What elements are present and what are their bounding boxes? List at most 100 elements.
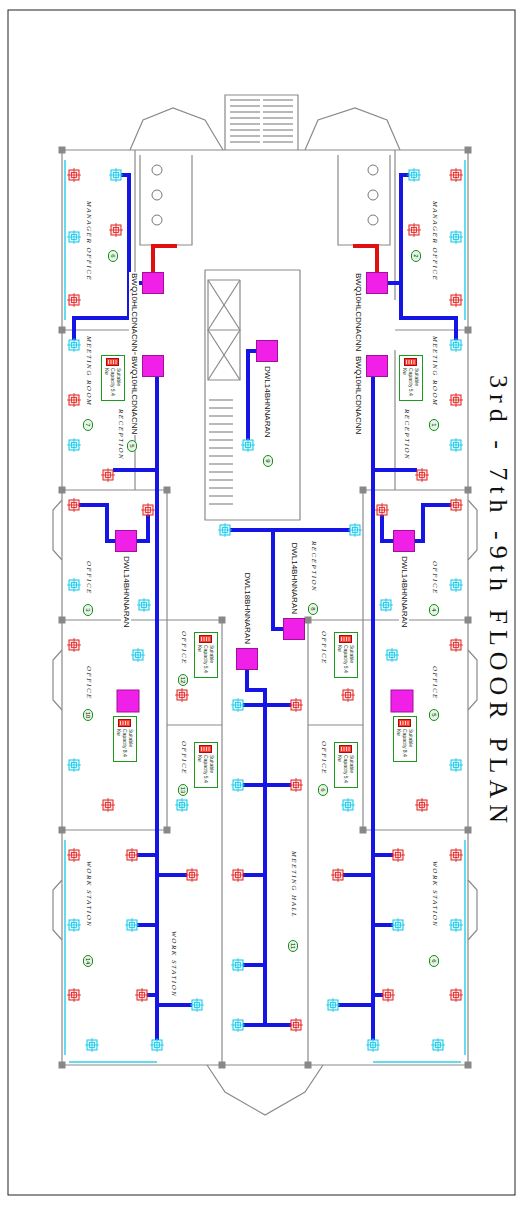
- window-line: [464, 160, 466, 320]
- diffuser-cross: [67, 498, 81, 512]
- callout-number: 7: [83, 419, 93, 431]
- return-grille: [241, 438, 255, 452]
- refrigerant-pipe: [230, 528, 350, 532]
- thermostat-lines: [342, 747, 350, 751]
- diffuser-cross: [407, 223, 421, 237]
- supply-diffuser: [289, 1018, 303, 1032]
- column: [219, 1062, 226, 1069]
- diffuser-cross: [331, 868, 345, 882]
- wall: [221, 620, 222, 1065]
- supply-diffuser: [289, 698, 303, 712]
- return-grille: [366, 1038, 380, 1052]
- diffuser-cross: [449, 338, 463, 352]
- thermostat-icon: [399, 719, 412, 727]
- room-name: RECEPTION: [309, 540, 318, 593]
- refrigerant-pipe: [243, 703, 265, 707]
- room-name: MEETING HALL: [289, 850, 298, 919]
- column: [360, 487, 367, 494]
- return-grille: [109, 168, 123, 182]
- indoor-unit: DWL14BHNNARAN: [393, 530, 415, 629]
- wall: [230, 129, 260, 130]
- column: [59, 617, 66, 624]
- wall: [62, 829, 167, 830]
- diffuser-cross: [175, 798, 189, 812]
- refrigerant-pipe: [137, 853, 157, 857]
- window-line: [69, 1061, 157, 1063]
- wall: [230, 123, 260, 124]
- refrigerant-pipe: [373, 468, 417, 472]
- callout-number: 5: [127, 440, 137, 452]
- diffuser-cross: [348, 523, 362, 537]
- diffuser-cross: [109, 223, 123, 237]
- wall: [130, 108, 223, 150]
- return-grille: [341, 798, 355, 812]
- return-grille: [431, 1038, 445, 1052]
- callout-number: 1: [429, 419, 439, 431]
- refrigerant-pipe: [373, 923, 393, 927]
- model-label: DWL14BHNNARAN: [262, 365, 272, 439]
- indoor-unit: DWL14BHNNARAN: [283, 541, 305, 640]
- wall: [308, 619, 363, 620]
- room-name: OFFICE: [84, 665, 93, 701]
- diffuser-cross: [449, 848, 463, 862]
- column: [305, 1062, 312, 1069]
- wall: [338, 155, 390, 245]
- indoor-unit: [117, 690, 139, 712]
- room-name: RECEPTION: [116, 408, 125, 461]
- diffuser-cross: [385, 648, 399, 662]
- wall: [225, 95, 298, 150]
- thermostat-lines: [109, 360, 117, 364]
- unit-square: [256, 340, 278, 362]
- refrigerant-pipe: [113, 468, 157, 472]
- column: [219, 617, 226, 624]
- diffuser-cross: [125, 848, 139, 862]
- return-grille: [67, 918, 81, 932]
- diffuser-cross: [449, 168, 463, 182]
- capacity-text: Suitable Capacity 5.4 Kw: [402, 368, 420, 398]
- wall: [209, 447, 233, 448]
- callout-number: 6: [108, 250, 118, 262]
- wall: [209, 471, 233, 472]
- diffuser-cross: [150, 1038, 164, 1052]
- return-grille: [391, 918, 405, 932]
- wall: [62, 489, 167, 490]
- room-name: MEETING ROOM: [84, 335, 93, 407]
- wall: [394, 150, 395, 300]
- diffuser-cross: [381, 988, 395, 1002]
- return-grille: [67, 338, 81, 352]
- wall: [305, 108, 400, 150]
- supply-diffuser: [341, 688, 355, 702]
- capacity-box: Suitable Capacity 5.4 Kw: [334, 632, 358, 678]
- supply-diffuser: [375, 503, 389, 517]
- supply-diffuser: [449, 498, 463, 512]
- room-name: OFFICE: [179, 630, 188, 666]
- wall: [166, 490, 167, 830]
- column: [465, 487, 472, 494]
- room-name: WORK STATION: [84, 860, 93, 928]
- supply-diffuser: [67, 168, 81, 182]
- diffuser-cross: [109, 168, 123, 182]
- model-label: DWL14BHNNARAN: [289, 541, 299, 615]
- supply-diffuser: [381, 988, 395, 1002]
- return-grille: [326, 998, 340, 1012]
- refrigerant-pipe: [157, 1003, 192, 1007]
- wall: [362, 490, 363, 830]
- callout-number: 6: [318, 784, 328, 796]
- room-name: OFFICE: [430, 665, 439, 701]
- model-label: BWQ10HLCDNACNN: [129, 355, 139, 435]
- callout-number: 13: [178, 784, 188, 796]
- supply-diffuser: [67, 498, 81, 512]
- column: [305, 617, 312, 624]
- unit-square: [142, 355, 164, 377]
- refrigerant-pipe: [273, 530, 283, 629]
- model-label: DWL14BHNNARAN: [399, 555, 409, 629]
- wall: [263, 117, 293, 118]
- model-label: BWQ10HLCDNACNN: [353, 355, 363, 435]
- supply-diffuser: [67, 638, 81, 652]
- wall: [209, 415, 233, 416]
- room-name: OFFICE: [319, 740, 328, 776]
- callout-number: 10: [83, 709, 93, 721]
- model-label: DWL18BHNNARAN: [242, 571, 252, 645]
- refrigerant-pipe: [157, 873, 187, 877]
